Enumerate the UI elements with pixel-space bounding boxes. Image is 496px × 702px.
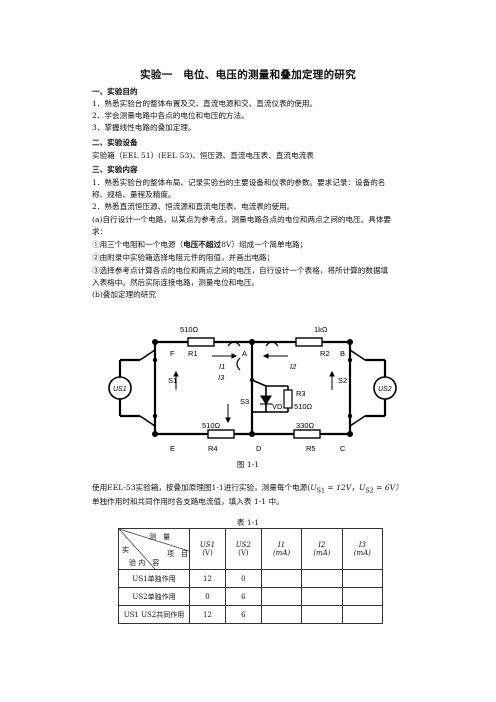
circuit-diagram: 510Ω 1kΩ F R1 A R2 B I1 I3 I2 S1 S2 S3 R…	[108, 325, 397, 453]
r2-value: 1kΩ	[314, 325, 328, 334]
content-paragraph: 2．熟悉直流恒压源、恒流源和直流电压表、电流表的使用。	[92, 202, 295, 211]
purpose-item: 2．学会测量电路中各点的电位和电压的方法。	[92, 111, 249, 120]
node-d-label: D	[256, 444, 262, 453]
cell-us2: 6	[224, 605, 262, 624]
i1-label: I1	[219, 362, 225, 371]
section-heading-purpose: 一、实验目的	[92, 87, 138, 96]
header-i1: I1(mA)	[260, 528, 303, 570]
node-a-label: A	[242, 349, 247, 358]
cell-i2[interactable]	[301, 587, 343, 606]
cell-i2[interactable]	[301, 569, 343, 588]
r1-value: 510Ω	[180, 325, 199, 334]
cell-us1: 12	[189, 569, 226, 588]
s2-label: S2	[338, 376, 347, 385]
content-paragraph: ③选择参考点计算各点的电位和两点之间的电压，自行设计一个表格，将所计算的数据填入…	[92, 266, 389, 287]
r1-label: R1	[188, 349, 198, 358]
row-label: US2单独作用	[118, 587, 190, 606]
table-header-row: 测 量 项 目 实 验 内 容 US1(V) US2(V) I1(mA) I2(…	[118, 528, 384, 570]
content-paragraph: (a)自行设计一个电路，以某点为参考点，测量电路各点的电位和两点之间的电压。具体…	[92, 215, 392, 236]
node-e-label: E	[170, 444, 175, 453]
header-i3: I3(mA)	[341, 528, 384, 570]
s1-label: S1	[168, 376, 177, 385]
purpose-item: 3．掌握线性电路的叠加定理。	[92, 123, 196, 132]
cell-i1[interactable]	[260, 587, 303, 606]
data-table: 测 量 项 目 实 验 内 容 US1(V) US2(V) I1(mA) I2(…	[118, 528, 384, 624]
cell-i3[interactable]	[341, 605, 384, 624]
corner-right-label: 项 目	[167, 550, 188, 558]
corner-top-label: 测 量	[149, 533, 170, 541]
row-label: US1单独作用	[118, 569, 190, 588]
body-paragraph: 使用EEL-53实验箱，按叠加原理图1-1进行实验，测量每个电源(US1 = 1…	[92, 483, 403, 495]
page-title: 实验一 电位、电压的测量和叠加定理的研究	[140, 69, 356, 81]
cell-i3[interactable]	[341, 569, 384, 588]
content-paragraph: (b)叠加定理的研究	[92, 290, 156, 299]
row-label: US1 US2共同作用	[118, 605, 190, 624]
r4-value: 510Ω	[202, 421, 221, 430]
i2-label: I2	[290, 362, 297, 371]
header-us1: US1(V)	[189, 528, 226, 570]
s3-label: S3	[240, 397, 249, 406]
cell-i2[interactable]	[301, 605, 343, 624]
header-us2: US2(V)	[224, 528, 262, 570]
equipment-text: 实验箱（EEL 51）(EEL 53)、恒压源、直流电压表、直流电流表	[92, 151, 314, 160]
cell-us2: 0	[224, 569, 262, 588]
table-row: US1 US2共同作用 12 6	[118, 605, 384, 624]
vd-label: VD	[272, 402, 283, 411]
content-paragraph: ②由附录中实验箱选择电阻元件的阻值，并画出电路；	[92, 253, 275, 262]
r5-value: 330Ω	[296, 421, 315, 430]
cell-i1[interactable]	[260, 569, 303, 588]
table-caption: 表 1-1	[236, 518, 260, 527]
cell-us2: 6	[224, 587, 262, 606]
purpose-item: 1．熟悉实验台的整体布置及交、直流电源和交、直流仪表的使用。	[92, 99, 318, 108]
header-i2: I2(mA)	[301, 528, 343, 570]
node-c-label: C	[340, 444, 346, 453]
r3-value: 510Ω	[294, 402, 313, 411]
cell-i3[interactable]	[341, 587, 384, 606]
node-b-label: B	[340, 349, 345, 358]
i3-label: I3	[218, 373, 225, 382]
corner-left-label: 实	[122, 546, 129, 554]
us2-label: US2	[378, 386, 392, 393]
content-paragraph: 1．熟悉实验台的整体布局、记录实验台的主要设备和仪表的参数。要求记录：设备的名称…	[92, 178, 386, 199]
corner-diagonals	[119, 529, 189, 569]
figure-caption: 图 1-1	[236, 460, 260, 469]
cell-us1: 12	[189, 605, 226, 624]
cell-i1[interactable]	[260, 605, 303, 624]
r4-label: R4	[208, 444, 218, 453]
cell-us1: 0	[189, 587, 226, 606]
corner-bottom-label: 验 内 容	[129, 559, 160, 567]
r3-label: R3	[296, 389, 306, 398]
section-heading-equipment: 二、实验设备	[92, 138, 138, 147]
table-row: US1单独作用 12 0	[118, 569, 384, 588]
r2-label: R2	[320, 349, 330, 358]
table-row: US2单独作用 0 6	[118, 587, 384, 606]
content-paragraph: ①用三个电阻和一个电源（电压不超过8V）组成一个简单电路；	[92, 240, 308, 249]
node-f-label: F	[170, 349, 175, 358]
us1-label: US1	[113, 386, 127, 393]
r5-label: R5	[306, 444, 316, 453]
body-paragraph: 单独作用时和共同作用时各支路电流值，填入表 1-1 中。	[92, 497, 284, 506]
table-corner-cell: 测 量 项 目 实 验 内 容	[118, 528, 190, 570]
section-heading-content: 三、实验内容	[92, 165, 138, 174]
